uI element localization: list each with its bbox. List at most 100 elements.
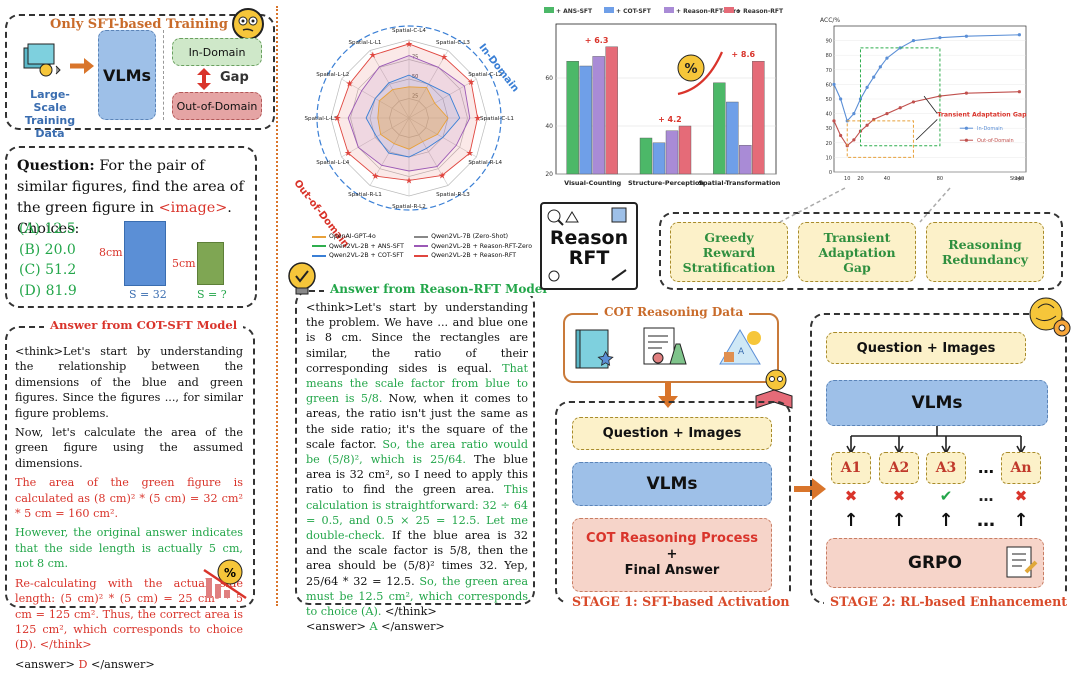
line-series bbox=[833, 34, 1020, 122]
legend-swatch bbox=[312, 235, 326, 238]
line-point bbox=[865, 85, 869, 89]
bar-legend-swatch bbox=[724, 7, 734, 13]
big-area-label: S = 32 bbox=[129, 288, 167, 301]
line-point bbox=[852, 112, 856, 116]
radar-spoke bbox=[408, 78, 477, 119]
radar-axis-label: Spatial-L-L2 bbox=[316, 72, 349, 78]
choice-d: (D) 81.9 bbox=[19, 282, 77, 299]
radar-series-area bbox=[347, 55, 471, 172]
line-point bbox=[839, 97, 843, 101]
line-annotation: Transient Adaptation Gap bbox=[937, 112, 1027, 119]
choice-a: (A) 12.5 bbox=[19, 221, 76, 237]
line-point bbox=[964, 34, 969, 38]
arrow-right-icon bbox=[70, 56, 96, 80]
bar-chart: + ANS-SFT+ COT-SFT+ Reason-RFT-Zero+ Rea… bbox=[544, 7, 784, 187]
radar-axis-label: Spatial-R-L3 bbox=[436, 192, 470, 198]
bar-legend-label: + Reason-RFT bbox=[736, 8, 784, 15]
answer-a3: A3 bbox=[926, 452, 966, 484]
radar-chart: Spatial-C-L4Spatial-C-L3Spatial-C-L2Spat… bbox=[305, 25, 514, 211]
line-y-tick: 20 bbox=[826, 141, 832, 147]
line-y-tick: 60 bbox=[826, 82, 832, 88]
line-x-tick: 40 bbox=[884, 176, 890, 182]
radar-series-area bbox=[377, 86, 449, 150]
cot-data-title: COT Reasoning Data bbox=[598, 305, 750, 319]
radar-spoke bbox=[369, 117, 410, 186]
legend-item: Qwen2VL-2B + COT-SFT bbox=[312, 251, 408, 261]
legend-label: Qwen2VL-2B + COT-SFT bbox=[329, 252, 404, 259]
gap-box-green bbox=[859, 47, 941, 147]
radar-spoke bbox=[408, 117, 449, 186]
svg-text:%: % bbox=[224, 566, 236, 580]
radar-outer-ring bbox=[316, 25, 502, 211]
line-point bbox=[964, 91, 969, 95]
radar-axis-label: Spatial-C-L1 bbox=[480, 116, 514, 122]
radar-axis-label: Spatial-C-L4 bbox=[392, 28, 426, 34]
radar-point-marker: ★ bbox=[405, 40, 413, 50]
legend-item: Qwen2VL-2B + Reason-RFT-Zero bbox=[414, 242, 532, 252]
cross-icon: ✖ bbox=[892, 487, 906, 505]
gap-arrow-icon bbox=[196, 66, 212, 96]
line-x-tick: 80 bbox=[937, 176, 943, 182]
radar-tick-label: 50 bbox=[412, 74, 418, 80]
stage1-cot-output: COT Reasoning Process + Final Answer bbox=[572, 518, 772, 592]
line-point bbox=[858, 97, 863, 101]
bar-gain-annotation: + 6.3 bbox=[585, 36, 609, 45]
legend-label: Qwen2VL-2B + Reason-RFT bbox=[431, 252, 517, 259]
radar-axis-label: Spatial-L-L3 bbox=[305, 116, 338, 122]
stage1-caption: STAGE 1: SFT-based Activation bbox=[566, 594, 796, 609]
line-point bbox=[885, 56, 889, 60]
line-point bbox=[852, 138, 856, 142]
cross-icon: ✖ bbox=[844, 487, 858, 505]
line-legend-label: Out-of-Domain bbox=[977, 138, 1014, 144]
growth-arrow-icon bbox=[677, 51, 724, 96]
radar-tick-label: 75 bbox=[412, 55, 418, 61]
legend-item: Qwen2VL-2B + ANS-SFT bbox=[312, 242, 408, 252]
line-y-tick: 70 bbox=[826, 68, 832, 74]
bar-category-label: Visual-Counting bbox=[564, 179, 622, 187]
radar-axis-label: Spatial-R-L1 bbox=[348, 192, 382, 198]
radar-axis-label: Spatial-R-L4 bbox=[468, 160, 502, 166]
line-x-tick: 20 bbox=[857, 176, 863, 182]
stage1-question-images: Question + Images bbox=[572, 417, 772, 450]
reason-rft-logo: Reason RFT bbox=[540, 202, 638, 290]
line-x-label: Steps bbox=[1010, 176, 1024, 182]
line-point bbox=[911, 39, 916, 43]
radar-point-marker: ★ bbox=[344, 149, 352, 159]
bar bbox=[726, 101, 739, 175]
big-side-label: 8cm bbox=[99, 246, 123, 259]
up-arrow-icon: ↑ bbox=[843, 510, 859, 531]
bar bbox=[566, 61, 579, 175]
reason-rft-title: Answer from Reason-RFT Model bbox=[324, 282, 553, 296]
line-legend-marker bbox=[964, 126, 969, 130]
answer-ellipsis: … bbox=[978, 458, 994, 477]
line-point bbox=[1017, 90, 1021, 94]
line-point bbox=[938, 36, 942, 40]
legend-label: OpenAI-GPT-4o bbox=[329, 233, 376, 240]
answer-a2: A2 bbox=[879, 452, 919, 484]
small-area-label: S = ? bbox=[197, 288, 227, 301]
bar-legend-label: + ANS-SFT bbox=[556, 8, 593, 15]
brain-gear-icon bbox=[1026, 294, 1074, 344]
bar-category-label: Spatial-Transformation bbox=[698, 179, 780, 187]
bar bbox=[665, 130, 679, 175]
bar-gain-annotation: + 8.6 bbox=[731, 50, 755, 59]
observations-panel bbox=[659, 212, 1063, 290]
radar-point-marker: ★ bbox=[466, 149, 474, 159]
radar-point-marker: ★ bbox=[438, 171, 446, 181]
line-y-tick: 40 bbox=[826, 112, 832, 118]
radar-legend: OpenAI-GPT-4o Qwen2VL-7B (Zero-Shot) Qwen2… bbox=[312, 232, 532, 261]
up-arrow-icon: ↑ bbox=[891, 510, 907, 531]
dataset-icon bbox=[22, 42, 66, 80]
bar-legend-swatch bbox=[604, 7, 614, 13]
legend-label: Qwen2VL-7B (Zero-Shot) bbox=[431, 233, 509, 240]
question-text: Question: For the pair of similar figure… bbox=[17, 157, 244, 237]
line-point bbox=[839, 133, 843, 138]
up-arrows-row: ↑↑↑…↑ bbox=[826, 510, 1048, 536]
annotation-arrow bbox=[915, 119, 938, 141]
radar-series-area bbox=[336, 43, 479, 181]
line-x-tick: 140 bbox=[1015, 176, 1025, 182]
stage2-caption: STAGE 2: RL-based Enhancement bbox=[824, 594, 1074, 609]
radar-series-area bbox=[365, 74, 461, 158]
bar bbox=[579, 65, 592, 175]
